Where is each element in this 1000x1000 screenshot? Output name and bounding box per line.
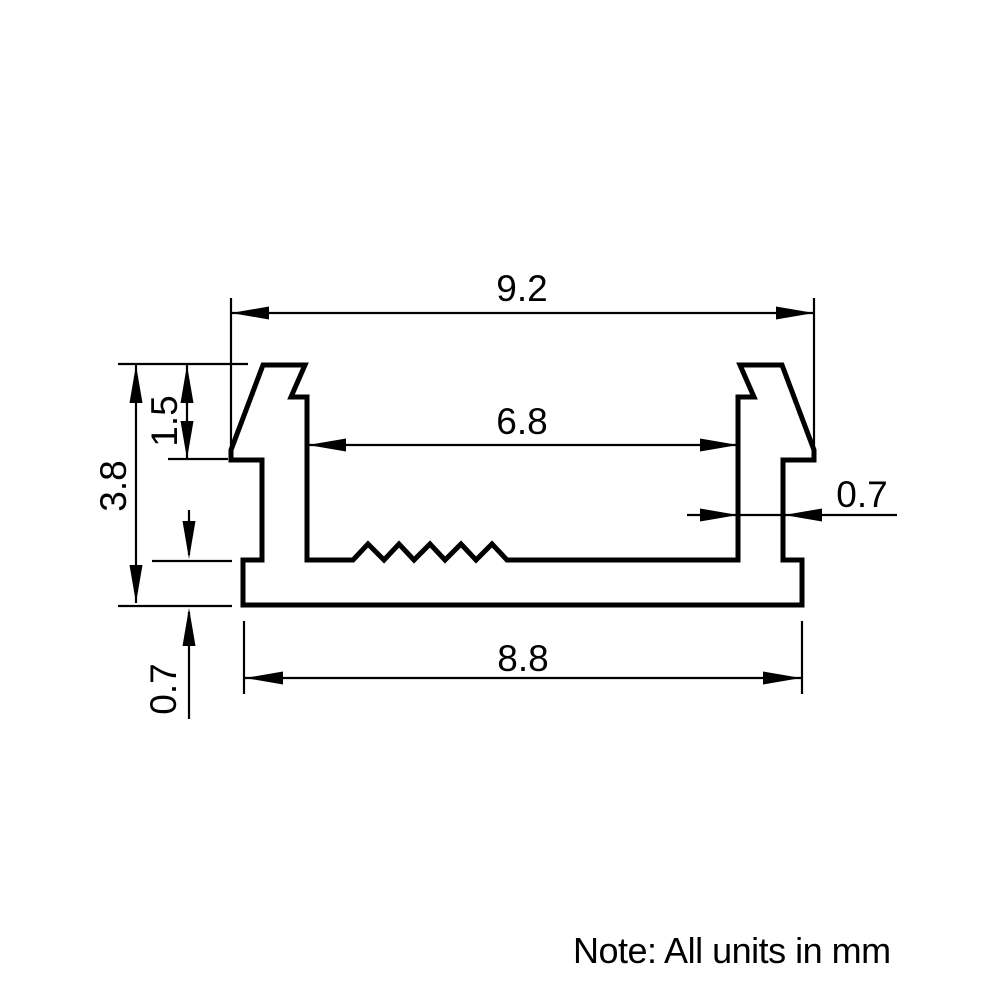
arrowhead-left-icon — [245, 671, 283, 685]
dimension-base-width: 8.8 — [242, 621, 804, 694]
arrowhead-down-icon — [182, 521, 196, 559]
dimension-overall-height: 3.8 — [93, 365, 232, 608]
arrowhead-up-icon — [129, 365, 143, 403]
dimension-flange-height: 1.5 — [118, 362, 248, 461]
arrowhead-left-icon — [784, 508, 822, 522]
arrowhead-left-icon — [231, 306, 269, 320]
dimension-base-thickness: 0.7 — [143, 510, 232, 719]
arrowhead-right-icon — [763, 671, 801, 685]
dimension-label-flange-height: 1.5 — [144, 395, 185, 446]
dimension-label-wall-thickness: 0.7 — [836, 474, 887, 515]
dimension-label-overall-height: 3.8 — [93, 460, 134, 511]
dimension-opening-width: 6.8 — [308, 401, 738, 452]
arrowhead-up-icon — [180, 365, 194, 403]
arrowhead-down-icon — [129, 565, 143, 603]
arrowhead-right-icon — [700, 508, 738, 522]
arrowhead-up-icon — [182, 608, 196, 646]
channel-profile-outline — [228, 362, 817, 608]
dimension-label-base-width: 8.8 — [497, 638, 548, 679]
dimension-label-opening-width: 6.8 — [496, 401, 547, 442]
arrowhead-right-icon — [700, 438, 738, 452]
dimension-label-base-thickness: 0.7 — [143, 663, 184, 714]
dimension-overall-width: 9.2 — [229, 268, 816, 452]
arrowhead-down-icon — [180, 421, 194, 459]
dimension-wall-thickness: 0.7 — [687, 474, 897, 522]
units-note: Note: All units in mm — [573, 930, 891, 971]
arrowhead-left-icon — [308, 438, 346, 452]
arrowhead-right-icon — [776, 306, 814, 320]
dimension-label-overall-width: 9.2 — [496, 268, 547, 309]
